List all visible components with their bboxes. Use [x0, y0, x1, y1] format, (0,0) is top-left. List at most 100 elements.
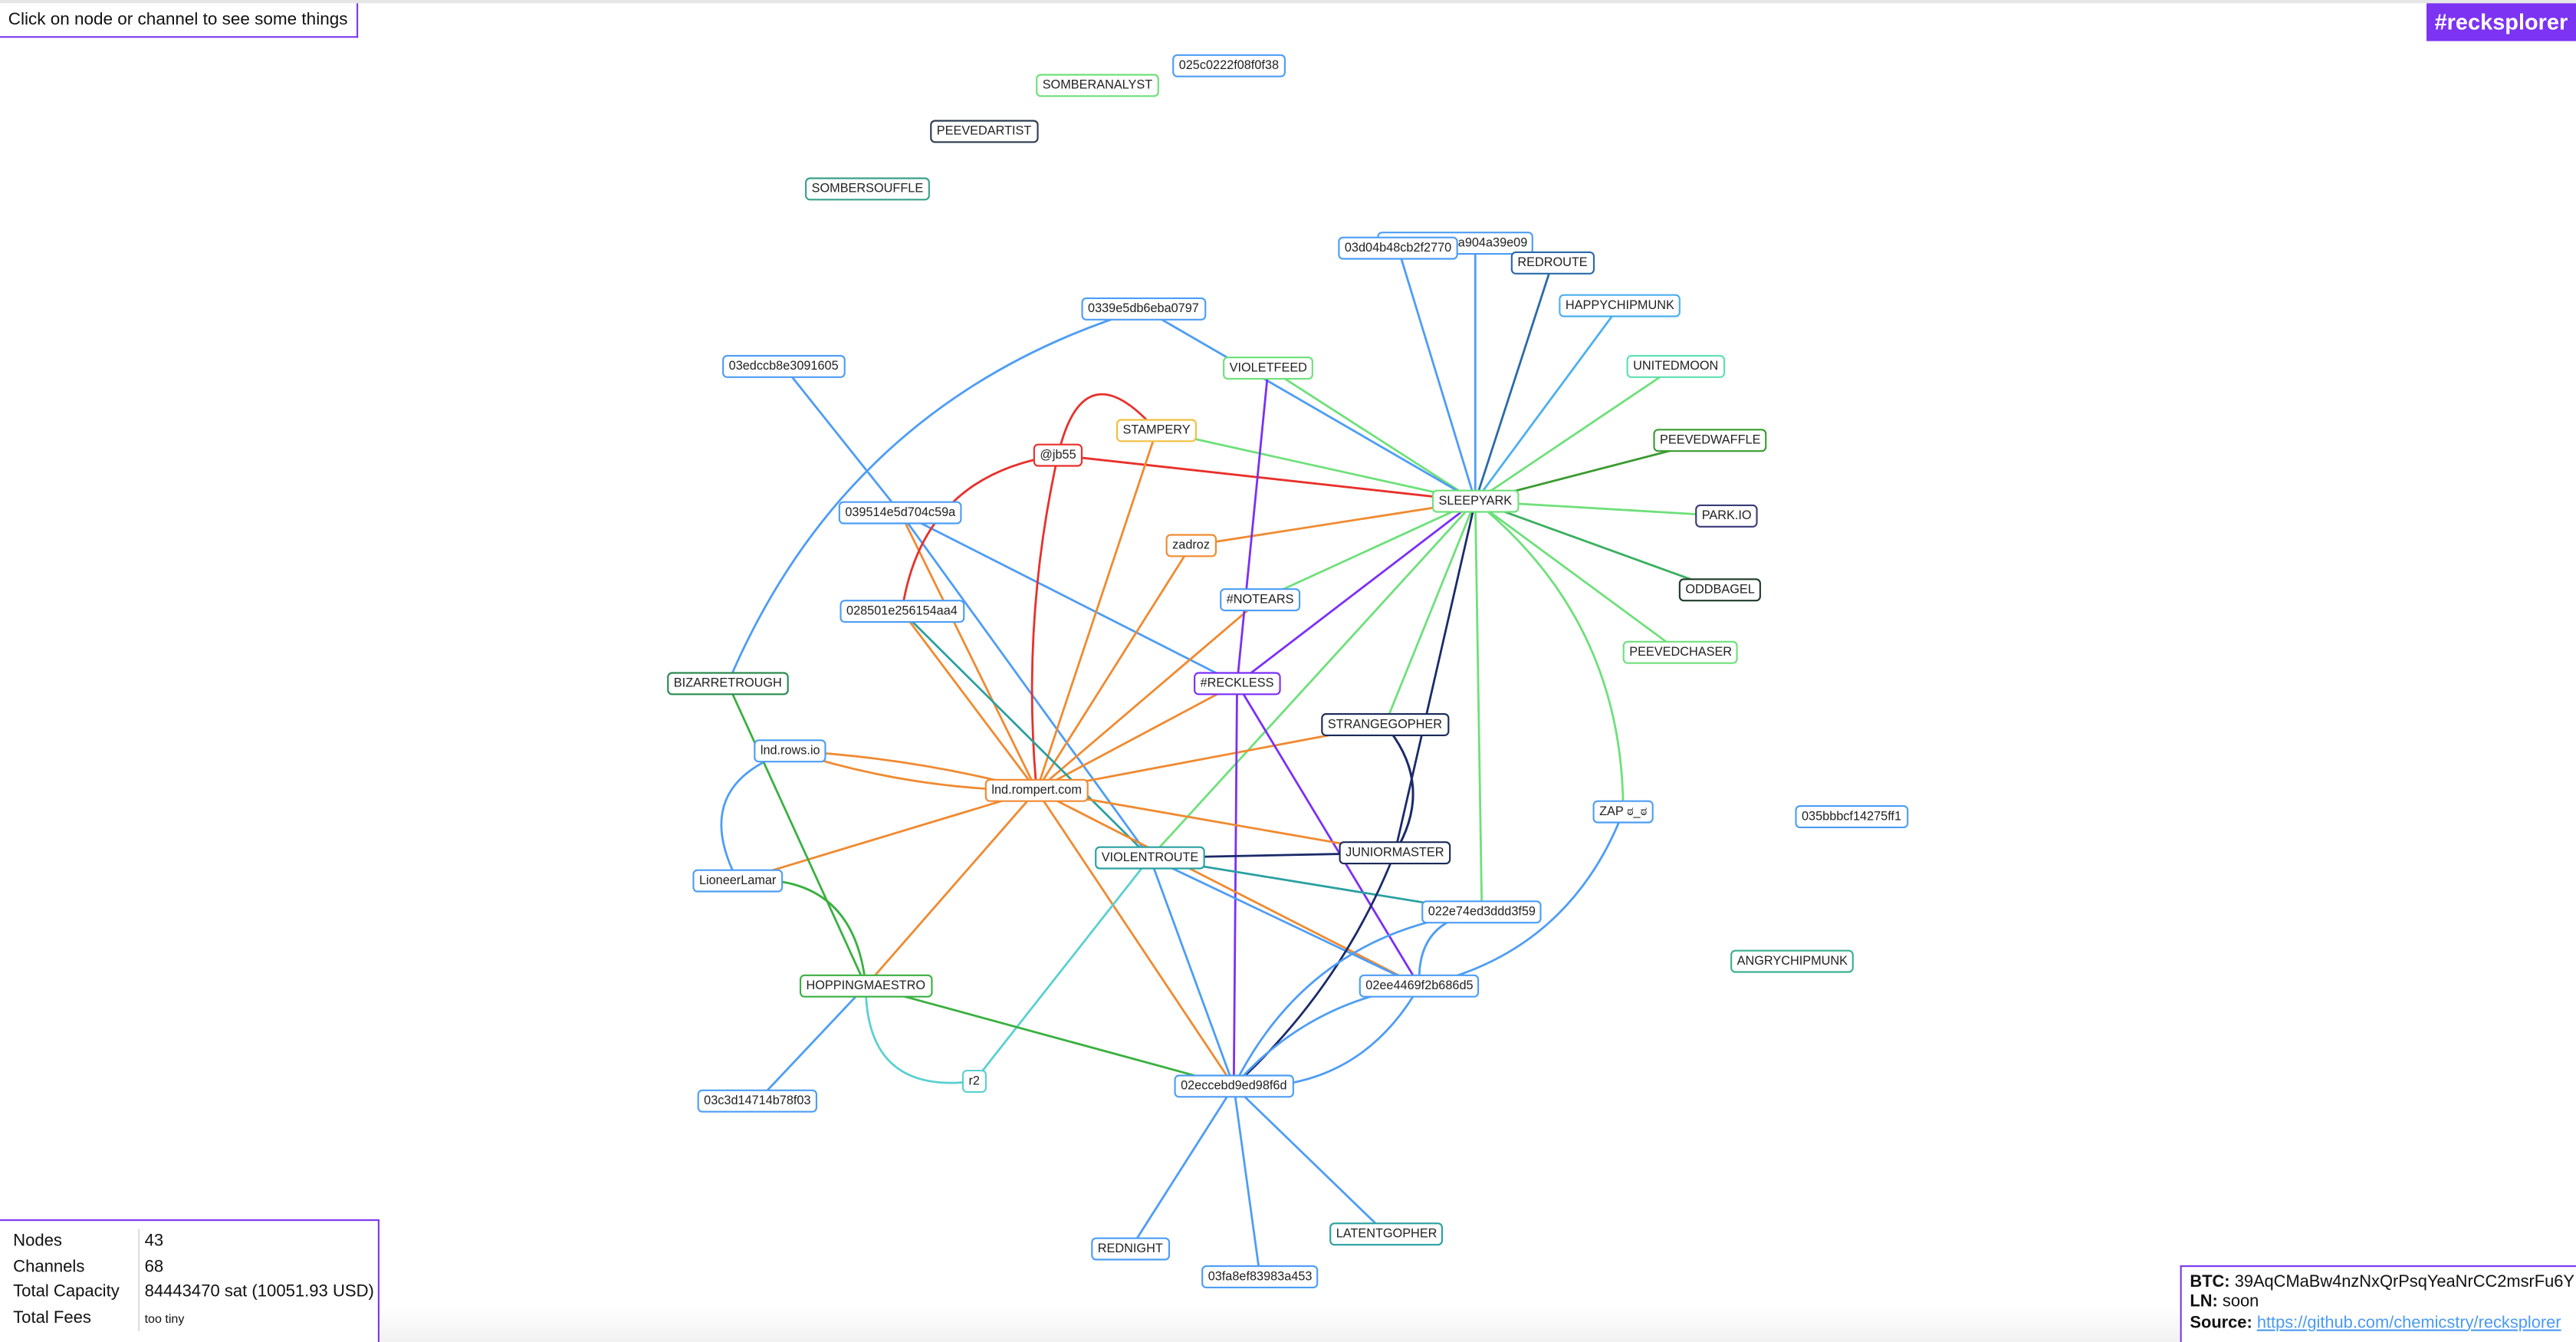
node-label[interactable]: LATENTGOPHER — [1329, 1222, 1444, 1246]
node-label[interactable]: SOMBERSOUFFLE — [805, 177, 930, 201]
node-label[interactable]: 022e74ed3ddd3f59 — [1421, 900, 1543, 924]
node-label[interactable]: SOMBERANALYST — [1036, 74, 1159, 97]
node-label[interactable]: SLEEPYARK — [1431, 489, 1519, 513]
node-label[interactable]: HOPPINGMAESTRO — [799, 974, 932, 998]
channel-edge[interactable] — [1030, 455, 1060, 791]
ln-value: soon — [2222, 1294, 2259, 1312]
node-label[interactable]: ANGRYCHIPMUNK — [1730, 949, 1855, 973]
node-label[interactable]: 028501e256154aa4 — [840, 600, 964, 623]
node-label[interactable]: 025c0222f08f0f38 — [1172, 54, 1286, 77]
channel-edge[interactable] — [1259, 500, 1476, 601]
node-label[interactable]: REDROUTE — [1510, 251, 1595, 275]
channel-edge[interactable] — [1233, 910, 1483, 1087]
node-label[interactable]: r2 — [961, 1070, 987, 1094]
channel-edge[interactable] — [1233, 852, 1396, 1087]
node-label[interactable]: lnd.rompert.com — [984, 778, 1089, 802]
node-label[interactable]: zadroz — [1165, 534, 1217, 558]
channel-edge[interactable] — [1036, 599, 1261, 791]
node-label[interactable]: 02eccebd9ed98f6d — [1174, 1074, 1294, 1098]
channel-edge[interactable] — [1148, 500, 1477, 859]
channel-edge[interactable] — [727, 683, 867, 987]
node-label[interactable]: lnd.rows.io — [754, 739, 827, 763]
channel-edge[interactable] — [1148, 857, 1235, 1087]
channel-edge[interactable] — [1474, 500, 1681, 653]
channel-edge[interactable] — [1474, 304, 1621, 502]
node-label[interactable]: REDNIGHT — [1091, 1237, 1170, 1261]
channel-edge[interactable] — [1035, 789, 1235, 1087]
channel-edge[interactable] — [1393, 501, 1477, 854]
channel-edge[interactable] — [1474, 500, 1625, 812]
node-label[interactable]: PEEVEDARTIST — [930, 120, 1038, 143]
channel-edge[interactable] — [1156, 429, 1476, 502]
node-label[interactable]: UNITEDMOON — [1626, 354, 1725, 378]
channel-edge[interactable] — [1149, 857, 1421, 987]
channel-edge[interactable] — [1419, 811, 1625, 988]
node-label[interactable]: #NOTEARS — [1220, 588, 1301, 612]
node-label[interactable]: 035bbbcf14275ff1 — [1795, 805, 1908, 829]
channel-edge[interactable] — [720, 749, 791, 882]
node-label[interactable]: #RECKLESS — [1194, 672, 1281, 696]
node-label[interactable]: STRANGEGOPHER — [1321, 713, 1449, 737]
channel-edge[interactable] — [783, 365, 902, 514]
channel-edge[interactable] — [1129, 1085, 1235, 1250]
channel-edge[interactable] — [756, 985, 867, 1102]
channel-edge[interactable] — [973, 857, 1152, 1082]
channel-edge[interactable] — [901, 610, 1151, 859]
channel-edge[interactable] — [1142, 308, 1476, 502]
channel-edge[interactable] — [1397, 248, 1477, 502]
node-label[interactable]: JUNIORMASTER — [1339, 841, 1451, 865]
channel-edge[interactable] — [1474, 262, 1554, 502]
node-label[interactable]: ODDBAGEL — [1678, 578, 1762, 602]
node-label[interactable]: 03c3d14714b78f03 — [697, 1089, 818, 1113]
node-label[interactable]: PEEVEDWAFFLE — [1653, 429, 1767, 452]
channel-edge[interactable] — [1057, 454, 1476, 502]
node-label[interactable]: VIOLENTROUTE — [1095, 846, 1205, 870]
channel-edge[interactable] — [1236, 500, 1477, 685]
node-label[interactable]: 02ee4469f2b686d5 — [1359, 974, 1480, 998]
node-label[interactable]: BIZARRETROUGH — [667, 672, 789, 696]
channel-edge[interactable] — [865, 985, 1234, 1087]
channel-edge[interactable] — [864, 985, 974, 1084]
node-label[interactable]: 0339e5db6eba0797 — [1081, 297, 1206, 321]
channel-edge[interactable] — [1232, 683, 1238, 1087]
channel-edge[interactable] — [899, 511, 1038, 791]
node-label[interactable]: VIOLETFEED — [1223, 357, 1314, 380]
node-label[interactable]: PARK.IO — [1695, 504, 1759, 528]
channel-edge[interactable] — [727, 308, 1144, 684]
channel-edge[interactable] — [1384, 724, 1414, 854]
node-label[interactable]: HAPPYCHIPMUNK — [1559, 294, 1681, 317]
channel-edge[interactable] — [1233, 1085, 1388, 1235]
channel-edge[interactable] — [899, 511, 1152, 859]
channel-edge[interactable] — [1474, 501, 1484, 913]
source-link[interactable]: https://github.com/chemicstry/recksplore… — [2256, 1314, 2561, 1332]
channel-edge[interactable] — [737, 789, 1037, 882]
node-label[interactable]: LioneerLamar — [692, 869, 783, 893]
node-label[interactable]: 039514e5d704c59a — [838, 501, 962, 525]
channel-edge[interactable] — [1236, 367, 1270, 684]
node-label[interactable]: 03d04b48cb2f2770 — [1338, 236, 1458, 260]
channel-edge[interactable] — [1384, 501, 1477, 725]
channel-edge[interactable] — [738, 879, 867, 986]
brand-badge[interactable]: #recksplorer — [2426, 3, 2576, 41]
channel-edge[interactable] — [1234, 985, 1421, 1088]
channel-edge[interactable] — [1236, 683, 1421, 987]
node-label[interactable]: ZAP ಠ_ಠ — [1592, 800, 1654, 824]
node-label[interactable]: PEEVEDCHASER — [1622, 640, 1739, 664]
channel-edge[interactable] — [1233, 985, 1420, 1087]
channel-edge[interactable] — [1056, 393, 1158, 456]
channel-edge[interactable] — [1035, 429, 1158, 791]
channel-edge[interactable] — [901, 454, 1059, 612]
node-label[interactable]: @jb55 — [1033, 443, 1083, 467]
channel-edge[interactable] — [901, 610, 1038, 791]
channel-edge[interactable] — [1232, 1086, 1261, 1278]
channel-edge[interactable] — [1036, 789, 1421, 987]
channel-edge[interactable] — [1035, 544, 1192, 791]
channel-edge[interactable] — [1036, 683, 1238, 791]
node-label[interactable]: 03fa8ef83983a453 — [1201, 1265, 1319, 1289]
node-label[interactable]: 03edccb8e3091605 — [722, 354, 846, 378]
channel-edge[interactable] — [1474, 365, 1677, 502]
channel-edge[interactable] — [1474, 500, 1721, 591]
channel-edge[interactable] — [1267, 367, 1477, 502]
node-label[interactable]: STAMPERY — [1116, 419, 1198, 442]
channel-edge[interactable] — [865, 789, 1038, 987]
